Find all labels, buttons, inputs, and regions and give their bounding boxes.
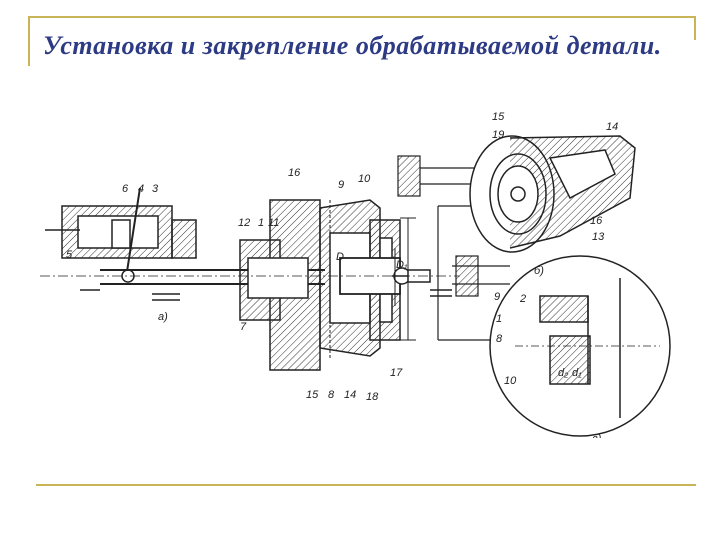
label-16: 16 xyxy=(288,167,301,179)
label-17: 17 xyxy=(390,367,403,379)
label-9: 9 xyxy=(338,179,344,191)
label-D: D xyxy=(336,251,344,263)
label-5: 5 xyxy=(66,249,73,261)
label-18: 18 xyxy=(366,391,379,403)
label-1: 1 xyxy=(258,217,264,229)
label-b-16: 16 xyxy=(590,215,603,227)
label-11: 11 xyxy=(268,217,279,229)
label-view-v: в) xyxy=(592,433,602,438)
label-10: 10 xyxy=(358,173,371,185)
label-12: 12 xyxy=(238,217,250,229)
label-b-19: 19 xyxy=(492,129,504,141)
accent-line-top xyxy=(28,16,696,18)
label-15: 15 xyxy=(306,389,319,401)
label-v-10: 10 xyxy=(504,375,517,387)
label-8: 8 xyxy=(328,389,335,401)
label-b-15: 15 xyxy=(492,111,505,123)
accent-line-right xyxy=(694,16,696,40)
label-14: 14 xyxy=(344,389,356,401)
label-6: 6 xyxy=(122,183,129,195)
label-v-d2: d₂ xyxy=(558,367,569,379)
accent-line-bottom xyxy=(36,484,696,486)
slide-title: Установка и закрепление обрабатываемой д… xyxy=(43,31,662,60)
label-7: 7 xyxy=(240,321,247,333)
label-b-13: 13 xyxy=(592,231,605,243)
label-v-1: 1 xyxy=(496,313,502,325)
label-b-14: 14 xyxy=(606,121,618,133)
label-view-a: а) xyxy=(158,311,168,323)
label-3: 3 xyxy=(152,183,159,195)
view-v xyxy=(489,255,671,437)
label-4: 4 xyxy=(138,183,144,195)
view-b xyxy=(469,135,636,253)
label-v-d1: d₁ xyxy=(572,367,582,379)
label-v-9: 9 xyxy=(494,291,500,303)
connector-lines xyxy=(397,155,510,341)
technical-drawing: 6 4 3 5 16 9 10 12 1 11 7 15 8 14 18 17 … xyxy=(40,111,671,438)
label-v-2: 2 xyxy=(519,293,526,305)
accent-line-vertical xyxy=(28,16,30,66)
label-v-8: 8 xyxy=(496,333,503,345)
label-D1: D₁ xyxy=(396,259,408,271)
label-view-b: б) xyxy=(534,265,544,277)
assembly-view-a xyxy=(40,187,460,371)
